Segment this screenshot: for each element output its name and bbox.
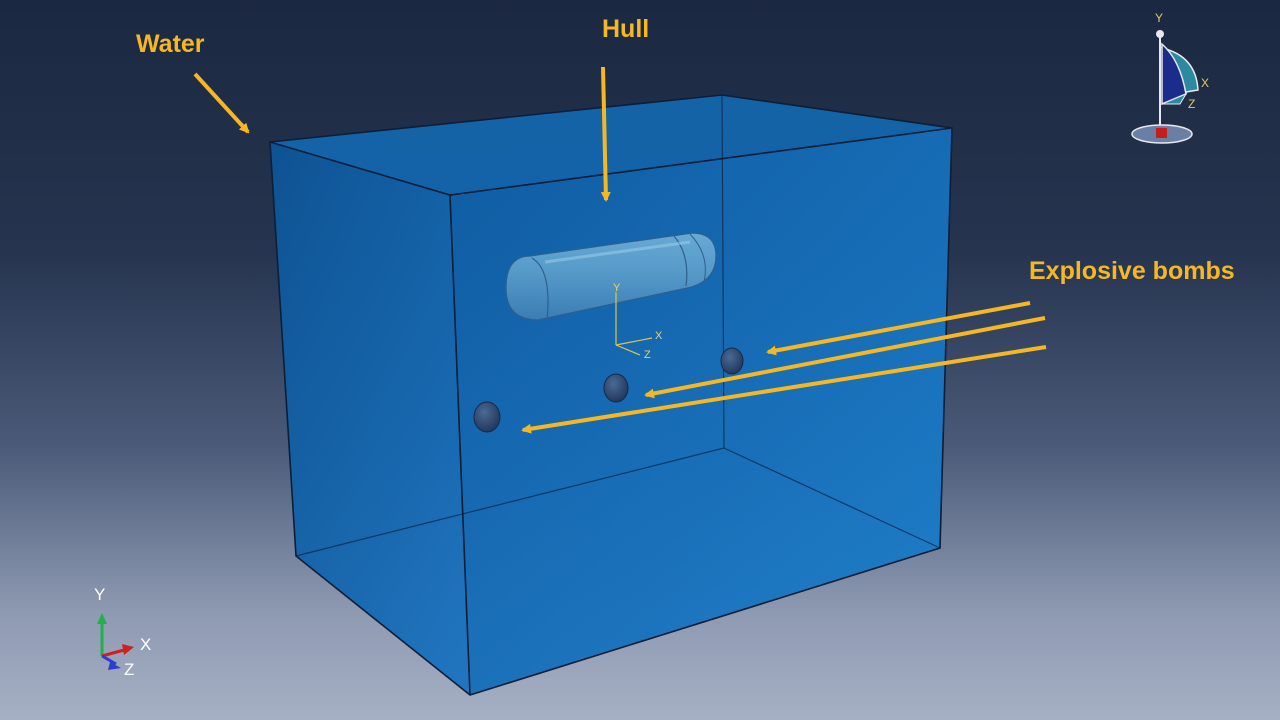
hull-body (505, 232, 717, 321)
hull-end-cap-right (673, 235, 688, 287)
hull-highlight (544, 240, 691, 264)
water-arrow (193, 72, 250, 134)
hull-cylinder[interactable] (505, 232, 717, 321)
triad-x-label: X (140, 635, 151, 654)
local-axis-z-label: Z (644, 349, 651, 361)
water-top-face (270, 95, 952, 195)
compass-y-label: Y (1155, 11, 1163, 25)
water-outline (269, 94, 953, 696)
explosive-bombs-label: Explosive bombs (1029, 257, 1235, 285)
view-orientation-compass[interactable]: Y X Z (1131, 11, 1209, 144)
triad-y-label: Y (94, 585, 105, 604)
local-axis-triad: Y X Z (613, 282, 663, 361)
global-axis-triad: Y X Z (94, 585, 151, 679)
water-vertical-edge (449, 194, 471, 696)
water-hidden-edge-back (723, 447, 941, 549)
water-front-face (450, 128, 952, 695)
bomb-arrow-3 (521, 345, 1047, 434)
local-axis-y-label: Y (613, 282, 621, 294)
hull-arrow (600, 66, 611, 202)
water-label: Water (136, 30, 205, 58)
bomb-sphere-1[interactable] (473, 401, 501, 433)
explosive-bombs[interactable] (473, 347, 744, 433)
water-left-face (270, 142, 470, 695)
compass-z-label: Z (1188, 97, 1195, 111)
compass-x-label: X (1201, 76, 1209, 90)
triad-z-axis (101, 654, 117, 666)
triad-x-axis (101, 648, 125, 658)
bomb-arrow-1 (766, 301, 1031, 356)
hull-end-cap-left (531, 257, 549, 321)
bomb-arrow-2 (644, 316, 1046, 399)
compass-center-marker (1156, 128, 1167, 138)
hull-label: Hull (602, 15, 650, 43)
local-axis-x-label: X (655, 330, 663, 342)
hull-end-cap-right-2 (689, 233, 706, 283)
bomb-sphere-3[interactable] (720, 347, 744, 375)
bomb-sphere-2[interactable] (603, 373, 629, 403)
triad-z-label: Z (124, 660, 134, 679)
annotation-arrows (193, 66, 1047, 434)
